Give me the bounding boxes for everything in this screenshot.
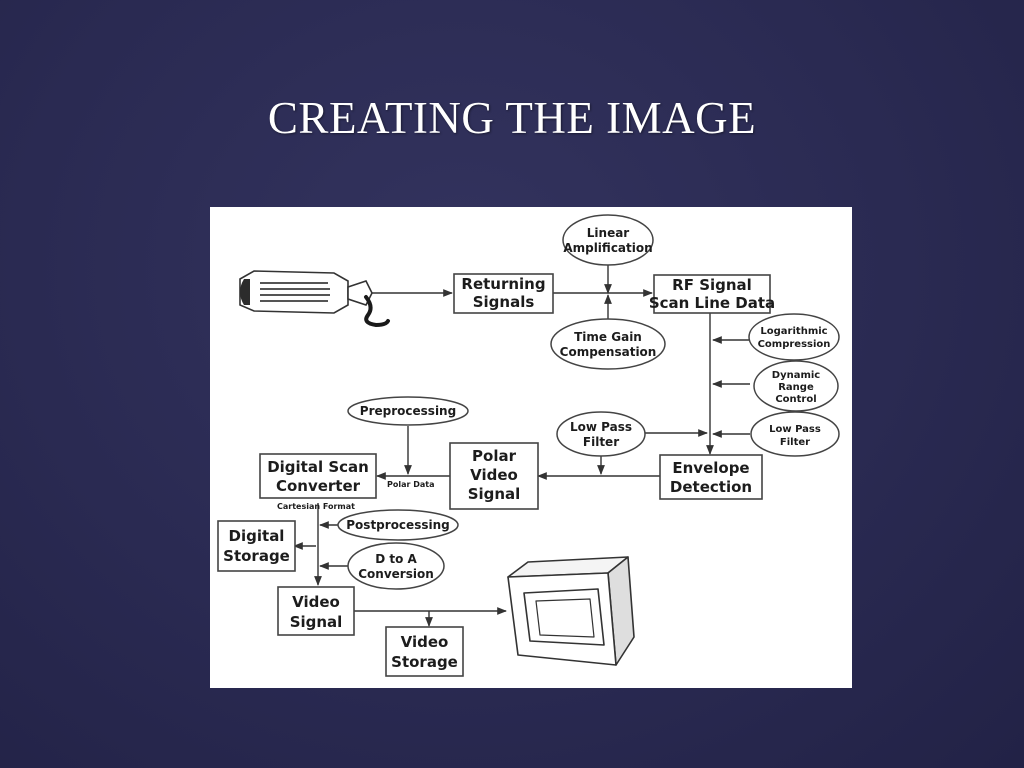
ultrasound-block-diagram: Returning Signals RF Signal Scan Line Da… bbox=[210, 207, 852, 688]
preprocessing-label: Preprocessing bbox=[360, 404, 456, 418]
linear-amp-label-2: Amplification bbox=[563, 241, 652, 255]
ultrasound-transducer-icon bbox=[239, 270, 390, 328]
digital-storage-label-1: Digital bbox=[229, 527, 285, 545]
digital-storage-box: Digital Storage bbox=[217, 520, 296, 572]
linear-amp-label-1: Linear bbox=[587, 226, 630, 240]
rf-signal-label-2: Scan Line Data bbox=[649, 294, 775, 312]
dsc-label-2: Converter bbox=[276, 477, 361, 495]
video-storage-box: Video Storage bbox=[385, 626, 464, 677]
polar-video-label-2: Video bbox=[470, 466, 518, 484]
returning-signals-label-1: Returning bbox=[461, 275, 545, 293]
envelope-detection-label-2: Detection bbox=[670, 478, 752, 496]
diagram-canvas: Returning Signals RF Signal Scan Line Da… bbox=[217, 214, 840, 677]
preprocessing-ellipse: Preprocessing bbox=[347, 396, 469, 426]
envelope-detection-box: Envelope Detection bbox=[659, 454, 763, 500]
tgc-label-1: Time Gain bbox=[574, 330, 642, 344]
video-storage-label-2: Storage bbox=[391, 653, 458, 671]
video-signal-box: Video Signal bbox=[277, 586, 355, 636]
dynamic-range-label-2: Range bbox=[778, 382, 814, 393]
logarithmic-compression-ellipse: Logarithmic Compression bbox=[748, 313, 840, 361]
d-to-a-conversion-ellipse: D to A Conversion bbox=[347, 542, 445, 590]
video-storage-label-1: Video bbox=[401, 633, 449, 651]
dynamic-range-control-ellipse: Dynamic Range Control bbox=[753, 360, 839, 412]
linear-amplification-ellipse: Linear Amplification bbox=[562, 214, 654, 266]
tgc-label-2: Compensation bbox=[560, 345, 657, 359]
video-signal-label-2: Signal bbox=[290, 613, 343, 631]
lpf-right-label-2: Filter bbox=[780, 437, 810, 448]
dynamic-range-label-3: Control bbox=[775, 394, 816, 405]
d-to-a-label-1: D to A bbox=[375, 552, 417, 566]
log-compression-label-1: Logarithmic bbox=[760, 326, 827, 337]
polar-video-signal-box: Polar Video Signal bbox=[449, 442, 539, 510]
rf-signal-label-1: RF Signal bbox=[672, 276, 752, 294]
polar-video-label-3: Signal bbox=[468, 485, 521, 503]
monitor-icon bbox=[507, 556, 635, 666]
cartesian-format-annotation: Cartesian Format bbox=[277, 502, 355, 511]
lpf-left-label-1: Low Pass bbox=[570, 420, 632, 434]
returning-signals-label-2: Signals bbox=[473, 293, 535, 311]
envelope-detection-label-1: Envelope bbox=[672, 459, 749, 477]
postprocessing-label: Postprocessing bbox=[346, 518, 449, 532]
polar-video-label-1: Polar bbox=[472, 447, 517, 465]
d-to-a-label-2: Conversion bbox=[358, 567, 434, 581]
time-gain-compensation-ellipse: Time Gain Compensation bbox=[550, 318, 666, 370]
returning-signals-box: Returning Signals bbox=[453, 273, 554, 314]
postprocessing-ellipse: Postprocessing bbox=[337, 509, 459, 541]
lpf-right-label-1: Low Pass bbox=[769, 424, 821, 435]
low-pass-filter-left-ellipse: Low Pass Filter bbox=[556, 411, 646, 457]
low-pass-filter-right-ellipse: Low Pass Filter bbox=[750, 411, 840, 457]
lpf-left-label-2: Filter bbox=[583, 435, 619, 449]
dsc-label-1: Digital Scan bbox=[267, 458, 369, 476]
digital-storage-label-2: Storage bbox=[223, 547, 290, 565]
slide-title: CREATING THE IMAGE bbox=[267, 93, 757, 143]
dynamic-range-label-1: Dynamic bbox=[772, 370, 821, 381]
polar-data-annotation: Polar Data bbox=[387, 480, 435, 489]
video-signal-label-1: Video bbox=[292, 593, 340, 611]
digital-scan-converter-box: Digital Scan Converter bbox=[259, 453, 377, 499]
log-compression-label-2: Compression bbox=[758, 339, 831, 350]
rf-signal-box: RF Signal Scan Line Data bbox=[649, 274, 775, 314]
